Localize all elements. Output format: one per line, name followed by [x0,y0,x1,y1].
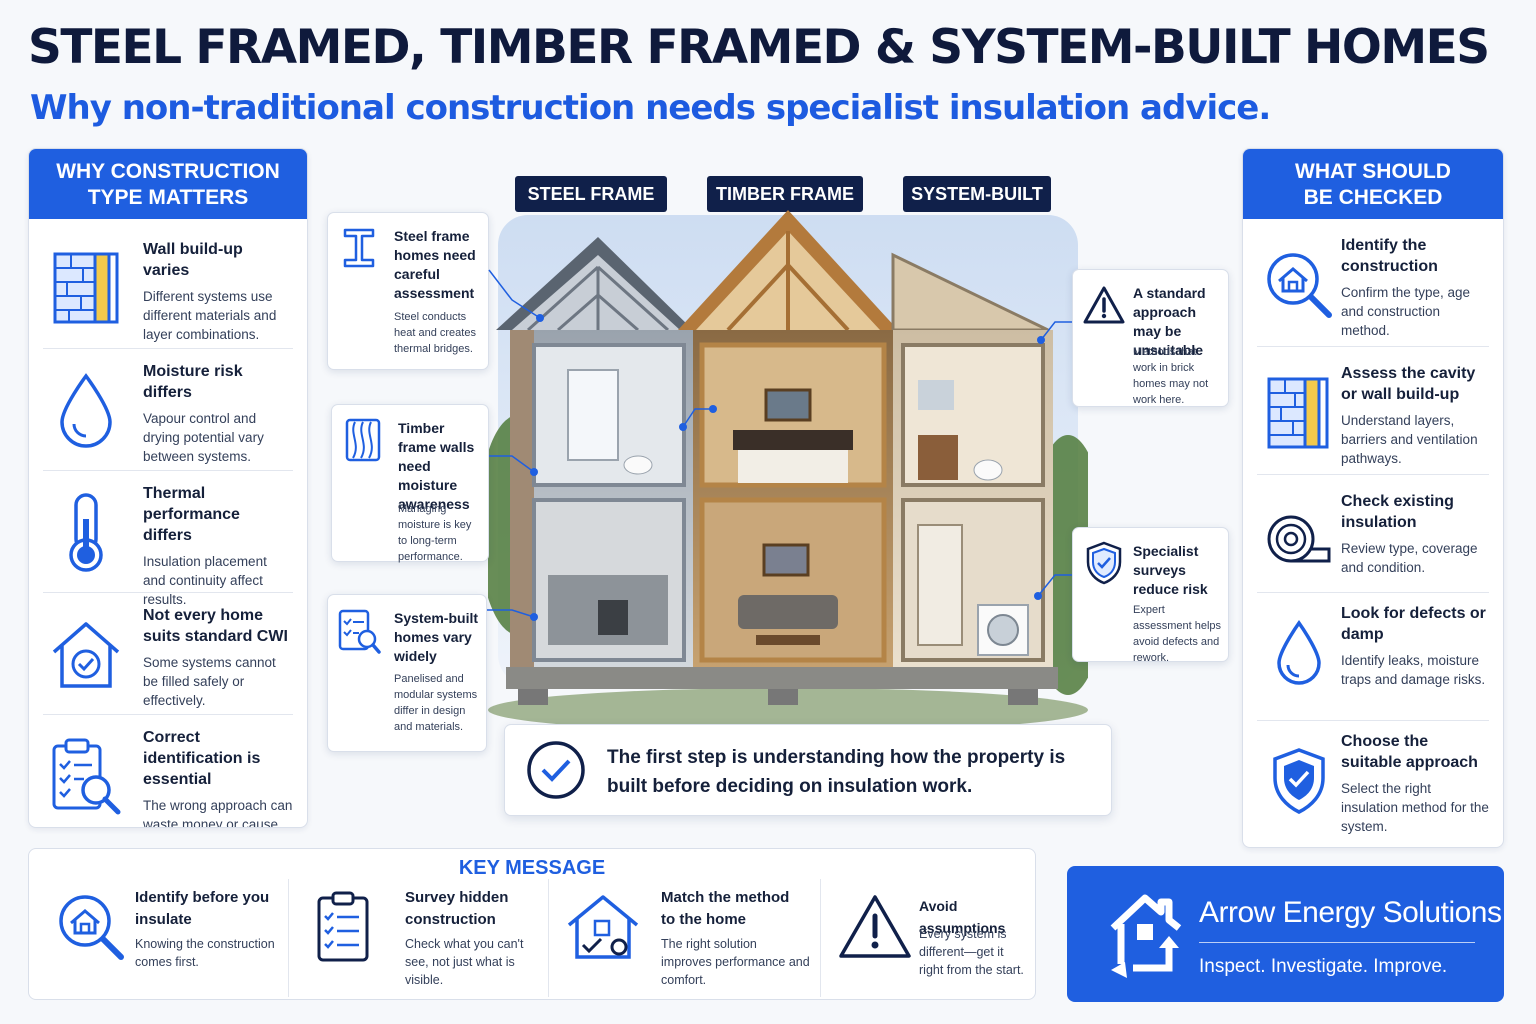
house-arrows-logo-icon [1105,882,1187,982]
key-item-survey: Survey hidden construction Check what yo… [291,879,549,997]
brand-divider [1199,942,1475,943]
brand-panel: Arrow Energy Solutions Inspect. Investig… [1067,866,1504,1002]
callout-standard-approach: A standard approach may be unsuitable Me… [1072,269,1229,407]
check-item-body: Identify leaks, moisture traps and damag… [1341,653,1486,687]
page-title: STEEL FRAMED, TIMBER FRAMED & SYSTEM-BUI… [28,20,1490,75]
checklist-search-icon [336,607,382,654]
frame-label-steel: STEEL FRAME [515,176,667,212]
check-item-title: Look for defects or damp [1341,605,1486,643]
shield-check-icon [1081,540,1127,586]
check-item-title: Choose the suitable approach [1341,733,1478,771]
callout-timber: Timber frame walls need moisture awarene… [331,404,489,563]
callout-title: Specialist surveys reduce risk [1133,543,1208,597]
why-item-body: Different systems use different material… [143,289,277,342]
first-step-text: The first step is understanding how the … [607,747,1066,797]
callout-title: Steel frame homes need careful assessmen… [394,228,476,301]
insulation-roll-icon [1257,499,1341,583]
thermometer-icon [43,489,129,575]
warning-icon [1081,282,1127,328]
callout-specialist-surveys: Specialist surveys reduce risk Expert as… [1072,527,1229,664]
house-check-icon [43,611,129,697]
clipboard-search-icon [43,733,129,819]
check-item-body: Select the right insulation method for t… [1341,781,1489,834]
key-item-title: Identify before you insulate [135,889,270,928]
check-item-title: Assess the cavity or wall build-up [1341,365,1476,403]
what-checked-panel: WHAT SHOULD BE CHECKED Identify the cons… [1242,148,1504,848]
shield-check-icon [1257,739,1341,823]
key-message-panel: KEY MESSAGE Identify before you insulate… [28,848,1036,1000]
house-search-icon [1257,243,1341,327]
why-item-title: Not every home suits standard CWI [143,607,288,645]
wood-grain-icon [340,417,386,463]
house-search-icon [49,885,133,969]
check-item-body: Review type, coverage and condition. [1341,541,1478,575]
water-drop-icon [43,367,129,453]
key-item-identify: Identify before you insulate Knowing the… [39,879,289,997]
check-item-body: Confirm the type, age and construction m… [1341,285,1471,338]
check-item-body: Understand layers, barriers and ventilat… [1341,413,1478,466]
key-item-body: Check what you can't see, not just what … [405,937,524,987]
wall-layers-icon [43,245,129,331]
house-tools-icon [561,885,645,969]
key-message-heading: KEY MESSAGE [458,857,606,879]
callout-body: Panelised and modular systems differ in … [394,673,478,733]
brand-tagline: Inspect. Investigate. Improve. [1199,956,1448,977]
what-checked-heading: WHAT SHOULD BE CHECKED [1243,149,1503,219]
house-cutaway-illustration [478,205,1108,735]
why-item-cwi: Not every home suits standard CWI Some sy… [43,595,293,715]
key-item-body: Knowing the construction comes first. [135,937,275,969]
page-subtitle: Why non-traditional construction needs s… [30,88,1271,128]
why-item-body: The wrong approach can waste money or ca… [143,798,293,828]
why-construction-panel: WHY CONSTRUCTION TYPE MATTERS Wall build… [28,148,308,828]
warning-icon [833,885,917,969]
callout-title: System-built homes vary widely [394,610,479,664]
callout-body: Methods that work in brick homes may not… [1133,346,1209,406]
key-item-body: Every system is different—get it right f… [919,927,1024,977]
check-item-title: Identify the construction [1341,237,1438,275]
why-item-title: Wall build-up varies [143,241,243,279]
key-item-title: Match the method to the home [661,889,790,928]
why-item-body: Insulation placement and continuity affe… [143,554,267,607]
first-step-banner: The first step is understanding how the … [504,724,1112,816]
wall-layers-icon [1257,371,1341,455]
key-item-avoid: Avoid assumptions Every system is differ… [823,879,1033,997]
why-item-title: Moisture risk differs [143,363,243,401]
check-circle-icon [525,739,587,801]
callout-system: System-built homes vary widely Panelised… [327,594,487,752]
brand-name: Arrow Energy Solutions [1199,896,1502,929]
callout-steel: Steel frame homes need careful assessmen… [327,212,489,370]
why-item-body: Some systems cannot be filled safely or … [143,655,276,708]
why-item-title: Thermal performance differs [143,485,240,544]
steel-beam-icon [336,225,382,271]
check-item-title: Check existing insulation [1341,493,1454,531]
why-item-title: Correct identification is essential [143,729,261,788]
water-drop-icon [1257,611,1341,695]
frame-label-timber: TIMBER FRAME [707,176,863,212]
key-item-title: Avoid assumptions [919,898,1006,936]
callout-body: Expert assessment helps avoid defects an… [1133,604,1222,664]
callout-body: Managing moisture is key to long-term pe… [398,503,472,563]
callout-body: Steel conducts heat and creates thermal … [394,311,476,355]
why-item-body: Vapour control and drying potential vary… [143,411,264,464]
key-item-match: Match the method to the home The right s… [551,879,821,997]
why-construction-heading: WHY CONSTRUCTION TYPE MATTERS [29,149,307,219]
key-item-body: The right solution improves performance … [661,937,810,987]
key-item-title: Survey hidden construction [405,889,509,928]
callout-title: A standard approach may be unsuitable [1133,285,1206,358]
clipboard-list-icon [301,885,385,969]
callout-title: Timber frame walls need moisture awarene… [398,420,475,512]
frame-label-system: SYSTEM-BUILT [903,176,1051,212]
